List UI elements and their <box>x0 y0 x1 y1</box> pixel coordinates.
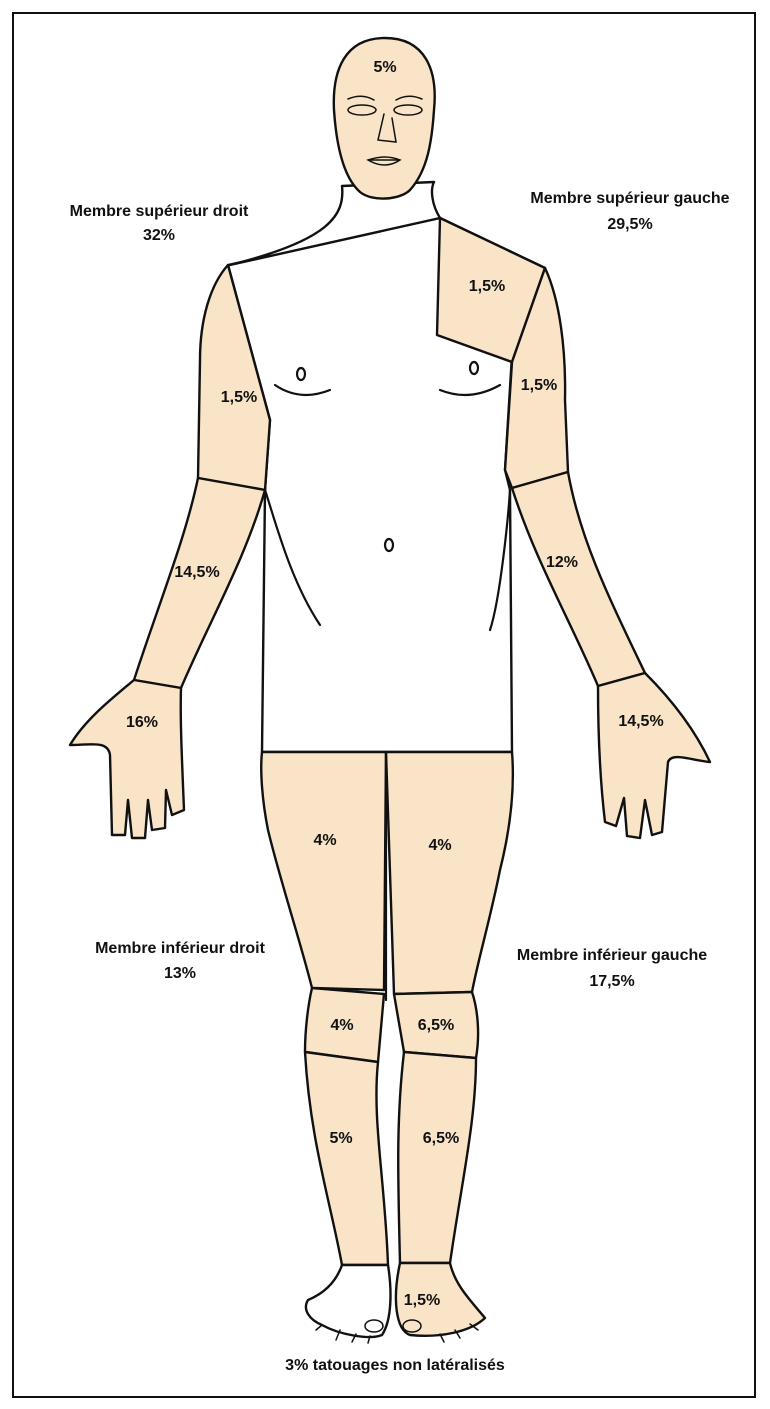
right-foot <box>306 1265 391 1337</box>
group-lower-left-title: Membre inférieur gauche <box>517 947 707 964</box>
group-lower-right-value: 13% <box>164 965 196 982</box>
right-hand-region <box>70 680 184 838</box>
label-right-hand: 16% <box>126 714 158 731</box>
label-left-forearm: 12% <box>546 554 578 571</box>
right-thigh-region <box>261 752 386 990</box>
group-lower-right-title: Membre inférieur droit <box>95 940 265 957</box>
left-hand-region <box>598 673 710 838</box>
label-right-thigh: 4% <box>313 832 336 849</box>
group-lower-left-value: 17,5% <box>589 973 634 990</box>
label-left-hand: 14,5% <box>618 713 663 730</box>
label-left-knee: 6,5% <box>418 1017 454 1034</box>
label-right-shin: 5% <box>329 1130 352 1147</box>
label-head: 5% <box>373 59 396 76</box>
left-shin-region <box>398 1052 476 1263</box>
group-upper-right-title: Membre supérieur droit <box>70 203 249 220</box>
left-forearm-region <box>512 472 645 686</box>
label-left-foot: 1,5% <box>404 1292 440 1309</box>
label-right-knee: 4% <box>330 1017 353 1034</box>
right-forearm-region <box>134 478 265 688</box>
label-right-forearm: 14,5% <box>174 564 219 581</box>
left-thigh-region <box>386 752 513 994</box>
footer-note: 3% tatouages non latéralisés <box>285 1357 505 1374</box>
label-left-shoulder: 1,5% <box>469 278 505 295</box>
label-left-upper-arm: 1,5% <box>521 377 557 394</box>
group-upper-left-title: Membre supérieur gauche <box>530 190 729 207</box>
label-right-upper-arm: 1,5% <box>221 389 257 406</box>
right-shin-region <box>305 1052 388 1265</box>
label-left-thigh: 4% <box>428 837 451 854</box>
label-left-shin: 6,5% <box>423 1130 459 1147</box>
group-upper-left-value: 29,5% <box>607 216 652 233</box>
group-upper-right-value: 32% <box>143 227 175 244</box>
